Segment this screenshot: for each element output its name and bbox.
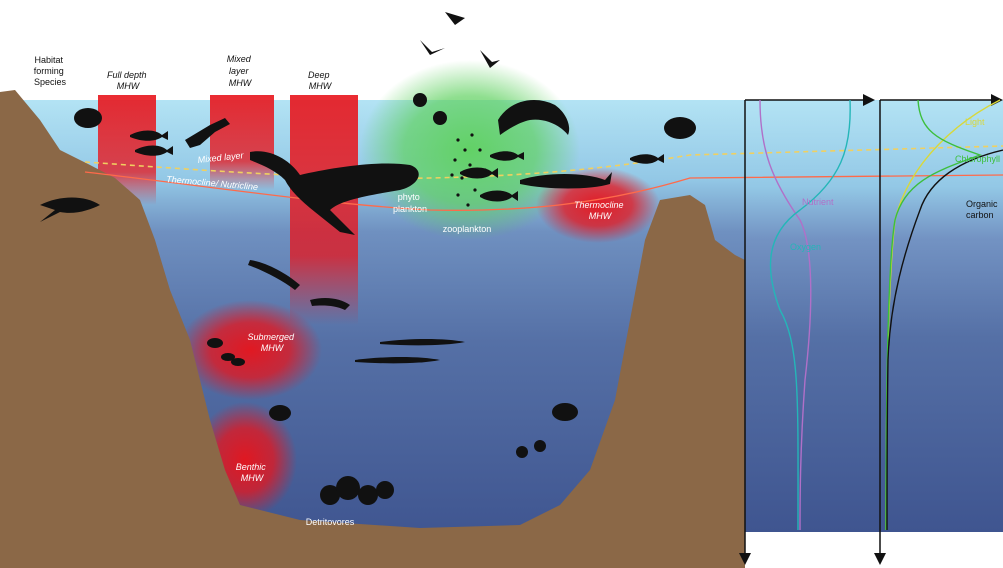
nutrient-profile-label: Nutrient — [802, 197, 834, 207]
deep-mhw-label: Deep MHW — [308, 70, 333, 91]
oxygen-profile-label: Oxygen — [790, 242, 821, 252]
full-depth-mhw-label: Full depth MHW — [107, 70, 149, 91]
jellyfish-2 — [433, 111, 447, 125]
turtle-right — [664, 117, 696, 139]
zooplankton-label: zooplankton — [443, 224, 492, 234]
coral-2 — [336, 476, 360, 500]
chlorophyll-profile-label: Chlorophyll — [955, 154, 1000, 164]
detritovores-label: Detritovores — [306, 517, 355, 527]
jellyfish-1 — [413, 93, 427, 107]
coral-4 — [376, 481, 394, 499]
coral-3 — [358, 485, 378, 505]
bird-2 — [445, 12, 465, 25]
reef-fish-1 — [207, 338, 223, 348]
turtle-left — [74, 108, 102, 128]
habitat-label: Habitat forming Species — [34, 55, 67, 87]
mixed-layer-mhw-area — [210, 95, 274, 190]
turtle-deep — [269, 405, 291, 421]
bird-1 — [420, 40, 445, 55]
light-profile-label: Light — [965, 117, 985, 127]
mixed-layer-mhw-label: Mixed layer MHW — [227, 54, 254, 88]
anglerfish — [552, 403, 578, 421]
right-ridge — [720, 256, 745, 568]
jellyfish-3 — [516, 446, 528, 458]
jellyfish-4 — [534, 440, 546, 452]
reef-fish-3 — [231, 358, 245, 366]
